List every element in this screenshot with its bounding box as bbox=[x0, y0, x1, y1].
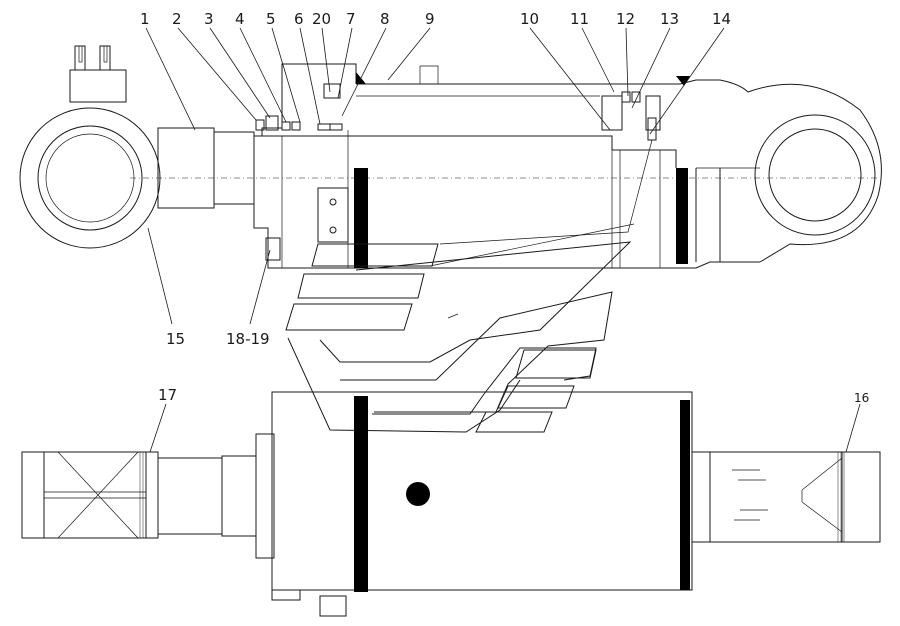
label-18-19: 18-19 bbox=[226, 330, 270, 348]
layer-transition-graphic bbox=[285, 139, 653, 433]
seal-band-upper-right bbox=[676, 168, 688, 264]
barrel bbox=[271, 391, 711, 617]
right-rod-end bbox=[709, 451, 881, 543]
label-13: 13 bbox=[660, 10, 679, 28]
left-rod-end bbox=[21, 433, 275, 559]
callout-labels: 1 2 3 4 5 6 20 7 8 9 10 11 12 13 14 15 1… bbox=[140, 10, 869, 405]
seal-band-upper-left bbox=[354, 168, 368, 268]
label-17: 17 bbox=[158, 386, 177, 404]
lower-exterior-view bbox=[21, 391, 881, 617]
label-1: 1 bbox=[140, 10, 150, 28]
gland-seals bbox=[255, 72, 690, 268]
upper-section-view bbox=[19, 45, 882, 269]
label-2: 2 bbox=[172, 10, 182, 28]
label-12: 12 bbox=[616, 10, 635, 28]
label-15: 15 bbox=[166, 330, 185, 348]
label-14: 14 bbox=[712, 10, 731, 28]
port-block bbox=[265, 187, 349, 261]
label-6: 6 bbox=[294, 10, 304, 28]
cylinder-tube-outline bbox=[130, 63, 880, 269]
label-9: 9 bbox=[425, 10, 435, 28]
right-mounting-eye bbox=[695, 83, 882, 263]
label-3: 3 bbox=[204, 10, 214, 28]
label-16: 16 bbox=[854, 391, 869, 405]
label-11: 11 bbox=[570, 10, 589, 28]
label-20: 20 bbox=[312, 10, 331, 28]
label-5: 5 bbox=[266, 10, 276, 28]
label-4: 4 bbox=[235, 10, 245, 28]
label-10: 10 bbox=[520, 10, 539, 28]
label-7: 7 bbox=[346, 10, 356, 28]
port-hole bbox=[406, 482, 430, 506]
label-8: 8 bbox=[380, 10, 390, 28]
seal-band-lower-left bbox=[354, 396, 368, 592]
seal-band-lower-right bbox=[680, 400, 690, 590]
leader-lines bbox=[145, 27, 861, 453]
